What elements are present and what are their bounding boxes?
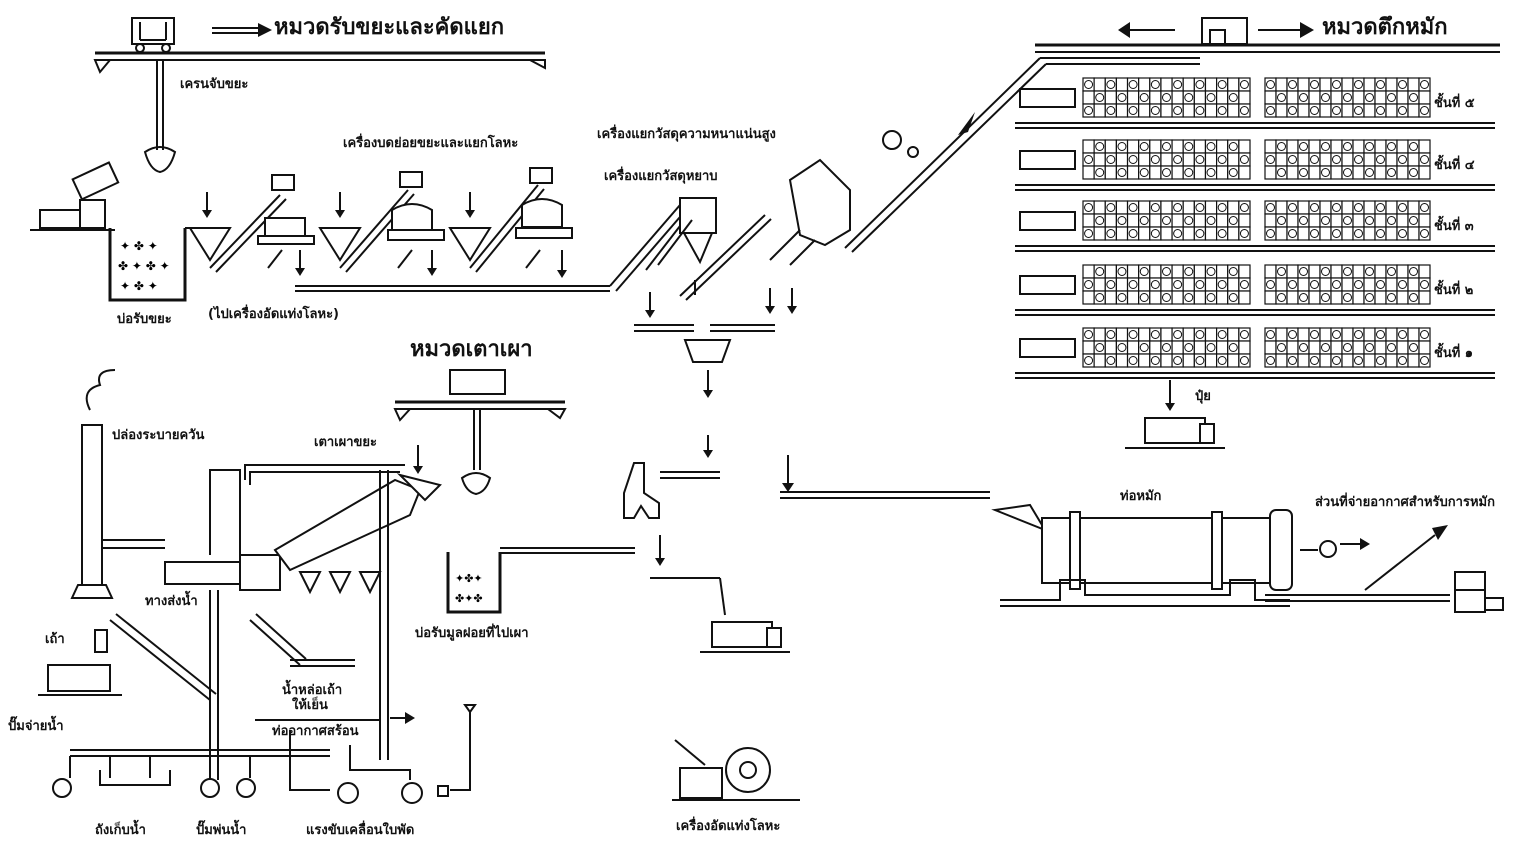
svg-text:✤ ✦ ✤ ✦: ✤ ✦ ✤ ✦ xyxy=(118,259,170,273)
hopper-1 xyxy=(190,192,230,260)
fan-label: แรงขับเคลื่อนใบพัด xyxy=(306,824,414,838)
crusher-label: เครื่องบดย่อยขยะและแยกโลหะ xyxy=(343,137,518,151)
svg-text:✤✦✤: ✤✦✤ xyxy=(455,592,483,605)
cooling-water-label: น้ำหล่อเถ้า xyxy=(282,684,342,698)
metal-press-icon xyxy=(672,740,800,800)
residue-pit-label: บ่อรับมูลฝอยที่ไปเผา xyxy=(415,627,529,641)
combustion-air-label: ท่ออากาศสร้อน xyxy=(272,725,359,739)
fertilizer-label: ปุ๋ย xyxy=(1195,390,1211,404)
air-blower-icon xyxy=(1265,525,1503,612)
drum-feed-conveyor xyxy=(780,455,990,498)
blower-icon xyxy=(883,131,918,157)
residue-pit: ✦✤✦ ✤✦✤ xyxy=(448,548,635,612)
reception-section-title: หมวดรับขยะและคัดแยก xyxy=(274,16,504,40)
crusher-3 xyxy=(470,168,572,278)
cooling-water-label-2: ให้เย็น xyxy=(292,699,328,713)
compost-floor xyxy=(1015,265,1495,315)
coarse-separator-label: เครื่องแยกวัสดุหยาบ xyxy=(604,170,718,184)
conveyor-main xyxy=(295,205,686,291)
composting-section-title: หมวดตึกหมัก xyxy=(1322,16,1448,40)
water-path-label: ทางส่งน้ำ xyxy=(145,595,198,609)
compost-floor xyxy=(1015,201,1495,251)
crusher-1 xyxy=(210,175,314,276)
coarse-separator xyxy=(645,198,771,318)
chimney-label: ปล่องระบายควัน xyxy=(112,429,204,443)
floor-label: ชั้นที่ ๑ xyxy=(1434,347,1473,361)
floor-label: ชั้นที่ ๕ xyxy=(1434,97,1475,111)
water-tank-label: ถังเก็บน้ำ xyxy=(95,824,146,838)
svg-text:✦ ✤ ✦: ✦ ✤ ✦ xyxy=(120,239,158,253)
pump-icons xyxy=(53,779,448,803)
compost-drum xyxy=(995,505,1292,606)
receiving-pit: ✦ ✤ ✦ ✤ ✦ ✤ ✦ ✦ ✤ ✦ xyxy=(110,228,198,300)
compost-floors xyxy=(1015,78,1495,378)
drum-label: ท่อหมัก xyxy=(1120,490,1161,504)
crane-trolley-icon xyxy=(132,18,174,52)
compost-floor xyxy=(1015,328,1495,378)
dense-separator xyxy=(765,160,850,314)
furnace-label: เตาเผาขยะ xyxy=(314,436,377,450)
chimney xyxy=(72,370,165,598)
compost-floor xyxy=(1015,140,1495,190)
spray-pump-label: ปั๊มพ่นน้ำ xyxy=(196,824,246,838)
pit-label: บ่อรับขยะ xyxy=(117,313,172,327)
crane-label: เครนจับขยะ xyxy=(180,78,248,92)
compost-crane-icon xyxy=(1202,18,1247,44)
metal-separator xyxy=(624,435,790,652)
ash-label: เถ้า xyxy=(45,633,65,647)
floor-label: ชั้นที่ ๒ xyxy=(1434,284,1473,298)
furnace-crane-rail xyxy=(395,370,565,494)
collection-hopper xyxy=(634,325,775,398)
floor-label: ชั้นที่ ๓ xyxy=(1434,220,1474,234)
compost-floor xyxy=(1015,78,1495,128)
water-pump-label: ปั๊มจ่ายน้ำ xyxy=(8,720,64,734)
garbage-truck-icon xyxy=(30,162,118,230)
svg-text:✦✤✦: ✦✤✦ xyxy=(455,572,483,585)
crane-grab-icon xyxy=(145,60,175,172)
arrow-right-icon xyxy=(212,23,272,37)
floor-label: ชั้นที่ ๔ xyxy=(1434,159,1475,173)
incinerator-section-title: หมวดเตาเผา xyxy=(410,338,533,362)
dense-separator-label: เครื่องแยกวัสดุความหนาแน่นสูง xyxy=(597,128,776,142)
to-press-label: (ไปเครื่องอัดแท่งโลหะ) xyxy=(208,308,339,322)
crusher-2 xyxy=(340,172,444,276)
metal-press-label: เครื่องอัดแท่งโลหะ xyxy=(676,820,780,834)
air-supply-label: ส่วนที่จ่ายอากาศสำหรับการหมัก xyxy=(1315,496,1495,510)
svg-text:✦ ✤ ✦: ✦ ✤ ✦ xyxy=(120,279,158,293)
hopper-2 xyxy=(320,192,360,260)
water-pipes xyxy=(70,705,475,790)
